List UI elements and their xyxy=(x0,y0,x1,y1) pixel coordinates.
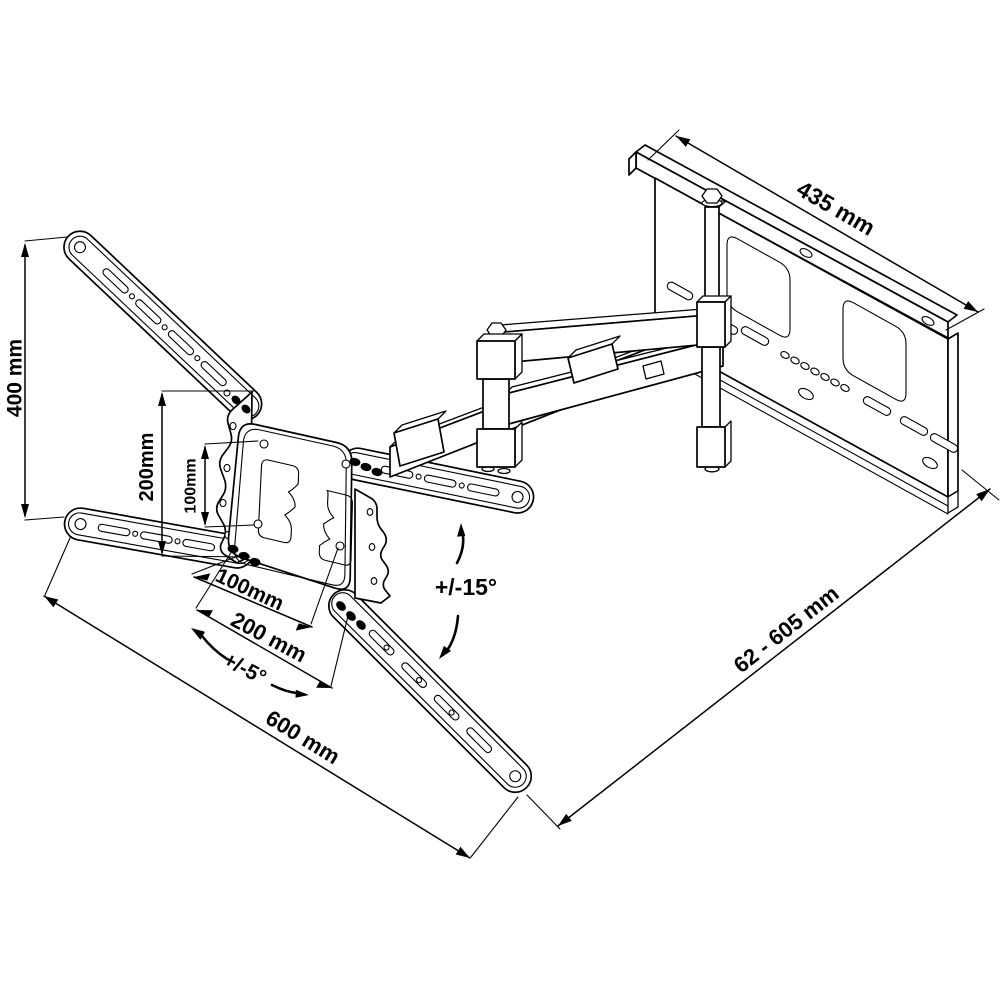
dim-400mm-label: 400 mm xyxy=(3,339,26,417)
tv-arm-upper-left xyxy=(63,230,263,421)
vesa-plate-assembly xyxy=(215,389,391,630)
wall-plate-small-holes-row xyxy=(780,351,850,392)
dim-62-605mm: 62 - 605 mm xyxy=(526,469,1000,830)
vesa-cutout-left xyxy=(257,459,300,544)
beam-clamp xyxy=(393,410,447,467)
rail-tab xyxy=(642,360,665,380)
pivot-bolt xyxy=(701,188,723,208)
tilt-angle-label: +/-5° xyxy=(219,648,270,690)
pivot-rod xyxy=(704,206,720,303)
rear-hinge-post xyxy=(696,295,732,473)
tv-arm-lower-right xyxy=(327,588,533,794)
dim-100mm-vertical-label: 100mm xyxy=(183,458,200,513)
dim-200mm-vertical: 200mm xyxy=(136,390,255,558)
vesa-holes xyxy=(253,439,351,551)
dim-200mm-vertical-label: 200mm xyxy=(136,433,158,502)
wall-plate-screw-holes xyxy=(798,248,938,470)
vesa-front-plate xyxy=(227,423,353,591)
wall-plate-cutout-right xyxy=(842,300,907,402)
articulating-arm xyxy=(389,295,732,478)
vesa-front-plate-inner xyxy=(233,428,347,586)
dim-400mm: 400 mm xyxy=(3,236,68,521)
wall-plate-flange-endcap xyxy=(628,151,637,176)
dim-62-605mm-label: 62 - 605 mm xyxy=(729,581,844,678)
wall-plate-right-edge xyxy=(947,332,959,498)
front-hinge-post xyxy=(476,322,523,475)
wall-plate-cutout-left xyxy=(726,236,791,338)
dim-435mm-label: 435 mm xyxy=(792,175,879,240)
dim-100mm-vertical: 100mm xyxy=(183,440,259,528)
vesa-cutout-right xyxy=(318,489,353,566)
rail-clamp xyxy=(567,335,621,384)
swivel-angle-label: +/-15° xyxy=(435,574,497,600)
swivel-angle-annotation: +/-15° xyxy=(435,523,497,659)
adapter-back-plate-right-flange xyxy=(354,488,391,604)
arm-attachment-bolts xyxy=(223,389,383,630)
